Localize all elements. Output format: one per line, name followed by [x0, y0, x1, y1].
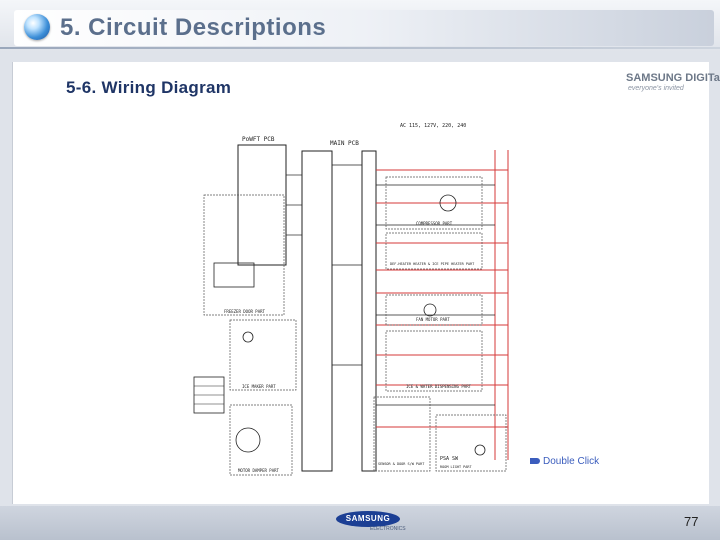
door-switch-box — [213, 262, 255, 288]
page-number: 77 — [684, 514, 699, 529]
pointer-icon — [530, 458, 540, 465]
wiring-diagram[interactable]: PoWFT PCB MAIN PCB AC 115, 127V, 220, 24… — [190, 115, 525, 480]
freezer-door-part-label: FREEZER DOOR PART — [224, 309, 266, 314]
bullet-orb-icon — [24, 14, 50, 40]
slide-title: 5. Circuit Descriptions — [60, 14, 327, 41]
main-pcb-label: MAIN PCB — [330, 140, 359, 147]
samsung-digitall-logo: SAMSUNG DIGITall everyone's invited — [626, 72, 720, 98]
fan-motor-part-label: FAN MOTOR PART — [416, 317, 450, 322]
psa-sw-label: PSA SW — [440, 456, 459, 462]
header-bar — [14, 10, 714, 46]
def-heater-box — [385, 232, 483, 270]
powft-pcb-label: PoWFT PCB — [242, 136, 275, 143]
sensor-door-box — [373, 396, 431, 472]
compressor-box — [385, 176, 483, 230]
motor-damper-part-label: MOTOR DAMPER PART — [238, 468, 280, 473]
fan-motor-icon — [423, 303, 437, 317]
footer-brand: SAMSUNG — [345, 514, 391, 523]
main-pcb-block — [301, 150, 333, 472]
logo-text: SAMSUNG DIGITall — [626, 72, 720, 84]
ice-water-box — [385, 330, 483, 392]
ice-maker-part-label: ICE MAKER PART — [242, 384, 276, 389]
main-pcb-right — [361, 150, 377, 472]
double-click-link[interactable]: Double Click — [530, 456, 599, 467]
compressor-motor-icon — [439, 194, 457, 212]
ice-water-part-label: ICE & WATER DISPENSING PART — [406, 384, 472, 389]
supply-label: AC 115, 127V, 220, 240 — [400, 123, 466, 129]
damper-motor-icon — [235, 427, 261, 453]
section-title: 5-6. Wiring Diagram — [66, 78, 232, 97]
def-heater-part-label: DEF-HEATER HEATER & ICE PIPE HEATER PART — [390, 262, 475, 266]
ice-maker-box — [229, 319, 297, 391]
footer-subtitle: ELECTRONICS — [370, 526, 406, 532]
samsung-footer-logo: SAMSUNG — [336, 511, 400, 527]
logo-tagline: everyone's invited — [628, 85, 684, 92]
fan-motor-box — [385, 294, 483, 326]
room-light-part-label: ROOM LIGHT PART — [440, 465, 473, 469]
compressor-part-label: COMPRESSOR PART — [416, 221, 453, 226]
header-divider — [0, 47, 720, 49]
lamp-icon — [474, 444, 486, 456]
sensor-door-part-label: SENSOR & DOOR S/W PART — [378, 462, 425, 466]
ice-maker-motor-icon — [242, 331, 254, 343]
room-light-box — [435, 414, 507, 472]
double-click-label: Double Click — [543, 456, 600, 467]
motor-damper-box — [229, 404, 293, 476]
freezer-door-box — [203, 194, 285, 316]
